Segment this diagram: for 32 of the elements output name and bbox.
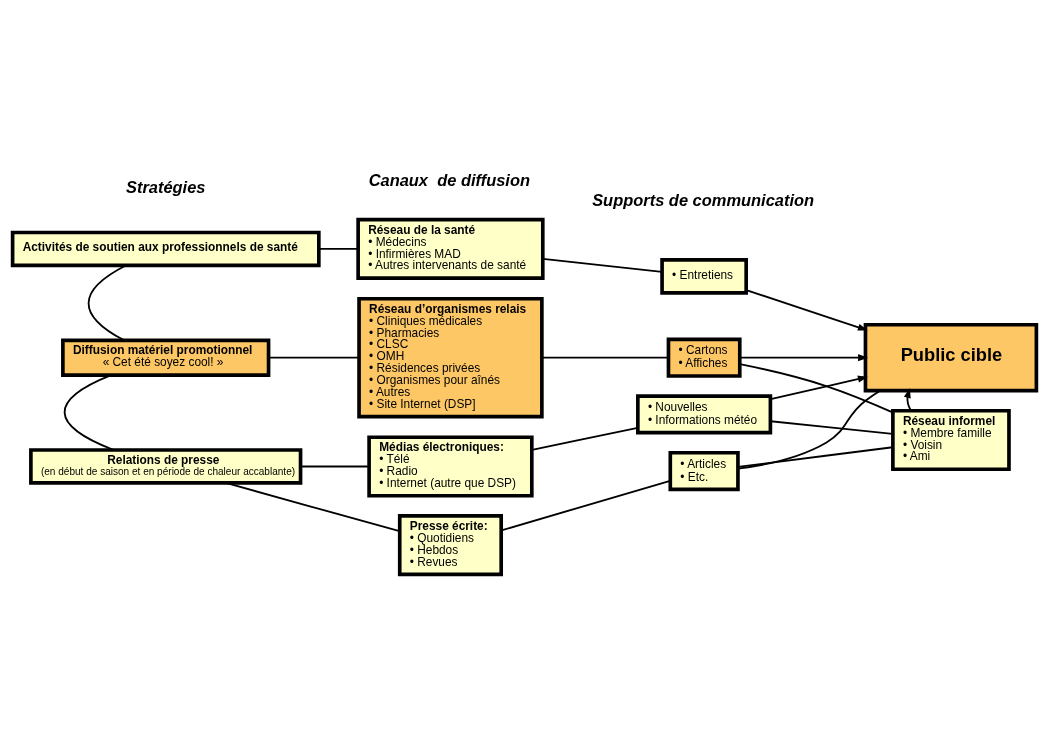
connector xyxy=(87,264,127,341)
connector xyxy=(737,389,881,469)
connector xyxy=(500,479,671,531)
node-box: Relations de presse (en début de saison et en période de chaleur accablante) xyxy=(29,447,303,485)
node-box: • Nouvelles • Informations météo xyxy=(636,393,773,434)
node-box: • Articles • Etc. xyxy=(668,450,740,491)
node-box: Réseau d’organismes relais • Cliniques médicales • Pharmacies • CLSC • OMH • Résidences privées • Organismes pour aînés • Autres • Site Internet (DSP] xyxy=(357,296,544,418)
connector xyxy=(737,445,894,468)
connector xyxy=(299,465,370,467)
node-box: • Cartons • Affiches xyxy=(666,337,742,378)
node-box: Activités de soutien aux professionnels de santé xyxy=(10,230,321,267)
connector xyxy=(739,362,894,413)
connector xyxy=(541,356,670,359)
connector xyxy=(267,356,360,359)
arrow xyxy=(769,375,868,400)
label: Canaux de diffusion xyxy=(368,170,531,189)
label: Supports de communication xyxy=(592,190,815,209)
node-box: • Entretiens xyxy=(660,257,748,295)
node-box: Médias électroniques: • Télé • Radio • Internet (autre que DSP) xyxy=(367,434,534,498)
node-box: Réseau de la santé • Médecins • Infirmières MAD • Autres intervenants de santé xyxy=(356,217,545,280)
arrow xyxy=(738,353,869,361)
node-box: Public cible xyxy=(863,322,1039,392)
arrow xyxy=(745,288,868,331)
node-box: Diffusion matériel promotionnel « Cet été soyez cool! » xyxy=(61,338,271,377)
connector xyxy=(542,257,663,273)
connector xyxy=(531,426,639,451)
connector xyxy=(769,419,894,435)
label: Stratégies xyxy=(125,177,206,196)
node-box: Réseau informel • Membre famille • Voisin • Ami xyxy=(891,408,1011,471)
node-box: Presse écrite: • Quotidiens • Hebdos • Revues xyxy=(397,513,503,576)
connector xyxy=(317,247,359,250)
connector xyxy=(225,481,401,532)
